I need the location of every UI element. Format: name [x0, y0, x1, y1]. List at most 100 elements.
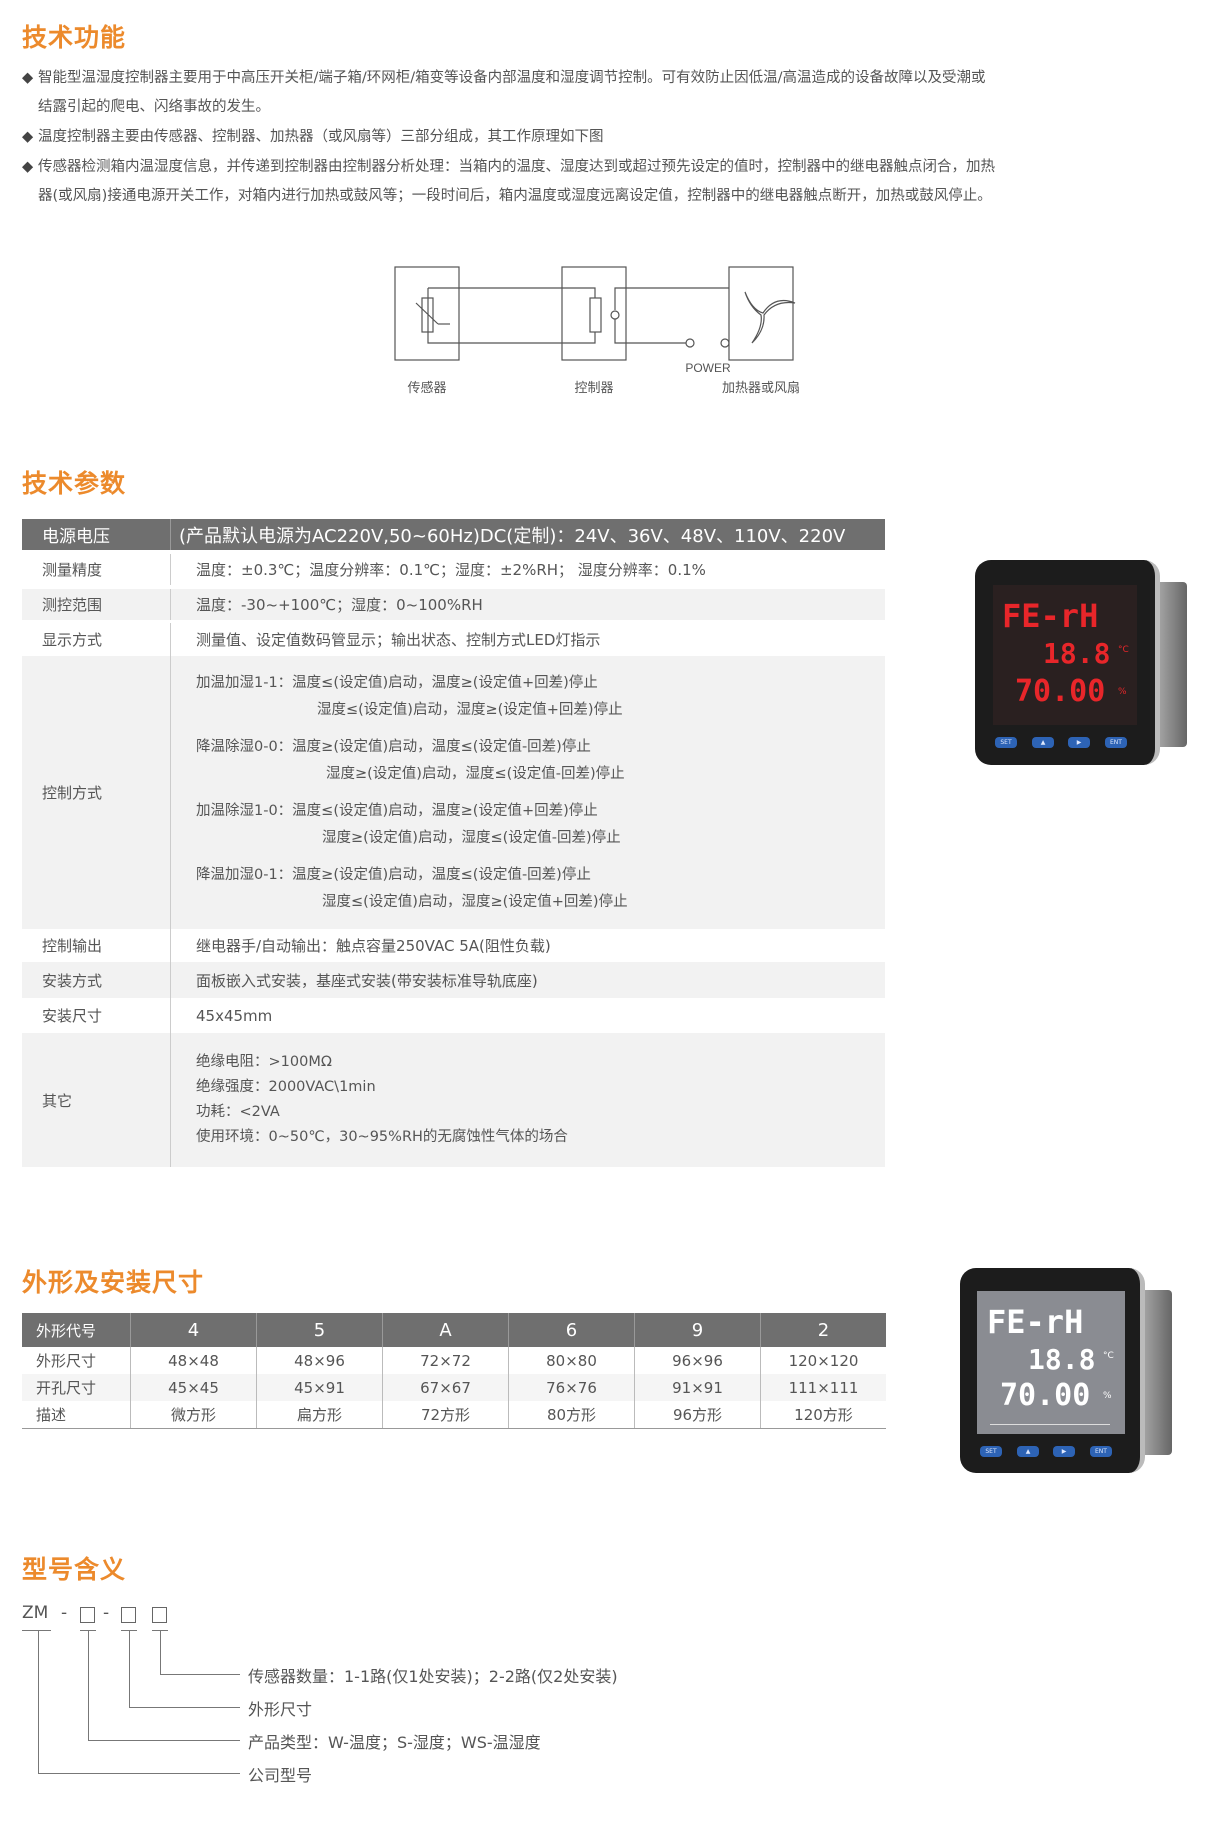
unit-celsius: °C	[1103, 1351, 1114, 1361]
dash: -	[103, 1603, 110, 1623]
up-button[interactable]: ▲	[1032, 737, 1054, 748]
spec-label: 安装方式	[22, 962, 171, 998]
power-label: POWER	[685, 361, 731, 375]
right-button[interactable]: ▶	[1068, 737, 1090, 748]
right-button[interactable]: ▶	[1053, 1446, 1075, 1457]
set-button[interactable]: SET	[995, 737, 1017, 748]
spec-label: 控制方式	[22, 656, 171, 929]
readout-mode: FE-rH	[987, 1303, 1084, 1341]
up-button[interactable]: ▲	[1017, 1446, 1039, 1457]
placeholder-box	[152, 1607, 167, 1623]
readout-temperature: 18.8	[1028, 1343, 1096, 1376]
section-title-model: 型号含义	[22, 1555, 127, 1584]
mode-line: 湿度≥(设定值)启动，湿度≤(设定值-回差)停止	[326, 765, 625, 782]
spec-value: 面板嵌入式安装，基座式安装(带安装标准导轨底座)	[196, 971, 538, 990]
dim-cell: 72方形	[382, 1401, 508, 1428]
spec-value: (产品默认电源为AC220V,50~60Hz)DC(定制)：24V、36V、48…	[179, 525, 846, 547]
control-mode: 降温加湿0-1：温度≥(设定值)启动，温度≤(设定值-回差)停止湿度≤(设定值)…	[196, 862, 885, 916]
enter-button[interactable]: ENT	[1105, 737, 1127, 748]
leader-line	[88, 1740, 240, 1741]
status-indicators	[990, 1420, 1110, 1425]
spec-value: 45x45mm	[196, 1006, 273, 1025]
control-mode: 加温加湿1-1：温度≤(设定值)启动，温度≥(设定值+回差)停止湿度≤(设定值)…	[196, 670, 885, 724]
spec-row: 测控范围温度：-30~+100℃；湿度：0~100%RH	[22, 589, 885, 620]
controller-label: 控制器	[574, 381, 613, 396]
unit-percent: %	[1118, 687, 1127, 697]
dim-cell: 111×111	[760, 1374, 886, 1401]
mode-line: 降温加湿0-1：温度≥(设定值)启动，温度≤(设定值-回差)停止	[196, 866, 591, 883]
dim-cell: 45×91	[256, 1374, 382, 1401]
feature-text: 温度控制器主要由传感器、控制器、加热器（或风扇等）三部分组成，其工作原理如下图	[38, 129, 604, 145]
leader-line	[129, 1630, 130, 1708]
model-meaning-sensor-count: 传感器数量：1-1路(仅1处安装)；2-2路(仅2处安装)	[248, 1667, 618, 1686]
readout-humidity: 70.00	[1000, 1378, 1091, 1413]
spec-label: 测量精度	[22, 554, 171, 585]
spec-row: 控制输出继电器手/自动输出：触点容量250VAC 5A(阻性负载)	[22, 929, 885, 962]
product-image-lcd: FE-rH 18.8 °C 70.00 % SET ▲ ▶ ENT	[960, 1268, 1175, 1473]
spec-label: 安装尺寸	[22, 998, 171, 1033]
spec-row-control: 控制方式 加温加湿1-1：温度≤(设定值)启动，温度≥(设定值+回差)停止湿度≤…	[22, 656, 885, 929]
spec-row: 测量精度 温度：±0.3℃；温度分辨率：0.1℃；湿度：±2%RH； 湿度分辨率：…	[22, 554, 885, 585]
diamond-icon: ◆	[22, 129, 34, 145]
dim-cell: 120×120	[760, 1347, 886, 1374]
section-title-params: 技术参数	[22, 469, 127, 498]
readout-humidity: 70.00	[1015, 674, 1106, 709]
spec-row: 安装尺寸 45x45mm	[22, 998, 885, 1033]
dim-cell: 开孔尺寸	[36, 1379, 97, 1397]
leader-line	[38, 1630, 39, 1774]
set-button[interactable]: SET	[980, 1446, 1002, 1457]
spec-value: 温度：-30~+100℃；湿度：0~100%RH	[196, 596, 483, 614]
placeholder-box	[121, 1607, 136, 1623]
spec-row: 显示方式测量值、设定值数码管显示；输出状态、控制方式LED灯指示	[22, 623, 885, 656]
dim-cell: 2	[760, 1313, 886, 1347]
working-principle-diagram: POWER 传感器 控制器 加热器或风扇	[394, 266, 800, 396]
dim-cell: 96×96	[634, 1347, 760, 1374]
leader-line	[88, 1630, 89, 1741]
enter-button[interactable]: ENT	[1090, 1446, 1112, 1457]
dim-cell: 76×76	[508, 1374, 634, 1401]
sensor-box	[394, 266, 460, 361]
feature-bullet-cont: 器(或风扇)接通电源开关工作，对箱内进行加热或鼓风等；一段时间后，箱内温度或湿度…	[38, 188, 992, 204]
diamond-icon: ◆	[22, 159, 34, 175]
dim-cell: 外形尺寸	[36, 1352, 97, 1370]
mode-line: 降温除湿0-0：温度≥(设定值)启动，温度≤(设定值-回差)停止	[196, 738, 591, 755]
device-screen	[977, 1291, 1125, 1434]
dim-cell: 4	[130, 1313, 256, 1347]
model-meaning-size: 外形尺寸	[248, 1700, 313, 1719]
dim-cell: 扁方形	[256, 1401, 382, 1428]
feature-bullet-cont: 结露引起的爬电、闪络事故的发生。	[38, 99, 270, 115]
mode-line: 湿度≤(设定值)启动，湿度≥(设定值+回差)停止	[322, 893, 628, 910]
spec-value: 温度：±0.3℃；温度分辨率：0.1℃；湿度：±2%RH； 湿度分辨率：0.1%	[196, 561, 706, 579]
other-line: 使用环境：0~50℃，30~95%RH的无腐蚀性气体的场合	[196, 1129, 568, 1145]
dim-cell: 微方形	[130, 1401, 256, 1428]
model-meaning-type: 产品类型：W-温度；S-湿度；WS-温湿度	[248, 1733, 541, 1752]
dim-cell: 96方形	[634, 1401, 760, 1428]
sensor-label: 传感器	[407, 380, 446, 396]
unit-percent: %	[1103, 1391, 1112, 1401]
dim-cell: A	[382, 1313, 508, 1347]
leader-line	[129, 1707, 240, 1708]
spec-value: 测量值、设定值数码管显示；输出状态、控制方式LED灯指示	[196, 631, 601, 649]
model-meaning-company: 公司型号	[248, 1766, 313, 1785]
mode-line: 加温除湿1-0：温度≤(设定值)启动，温度≥(设定值+回差)停止	[196, 802, 598, 819]
controller-box	[561, 266, 627, 361]
leader-line	[160, 1674, 240, 1675]
section-title-features: 技术功能	[22, 23, 127, 52]
placeholder-box	[80, 1607, 95, 1623]
dim-cell: 描述	[36, 1406, 67, 1424]
mode-line: 湿度≤(设定值)启动，湿度≥(设定值+回差)停止	[317, 701, 623, 718]
section-title-dims: 外形及安装尺寸	[22, 1268, 205, 1297]
dash: -	[61, 1603, 68, 1623]
model-prefix: ZM	[22, 1603, 49, 1623]
feature-bullet: ◆智能型温湿度控制器主要用于中高压开关柜/端子箱/环网柜/箱变等设备内部温度和湿…	[22, 66, 986, 87]
readout-temperature: 18.8	[1043, 637, 1111, 670]
leader-line	[38, 1773, 240, 1774]
device-screen	[993, 585, 1137, 725]
spec-label: 电源电压	[22, 519, 171, 550]
